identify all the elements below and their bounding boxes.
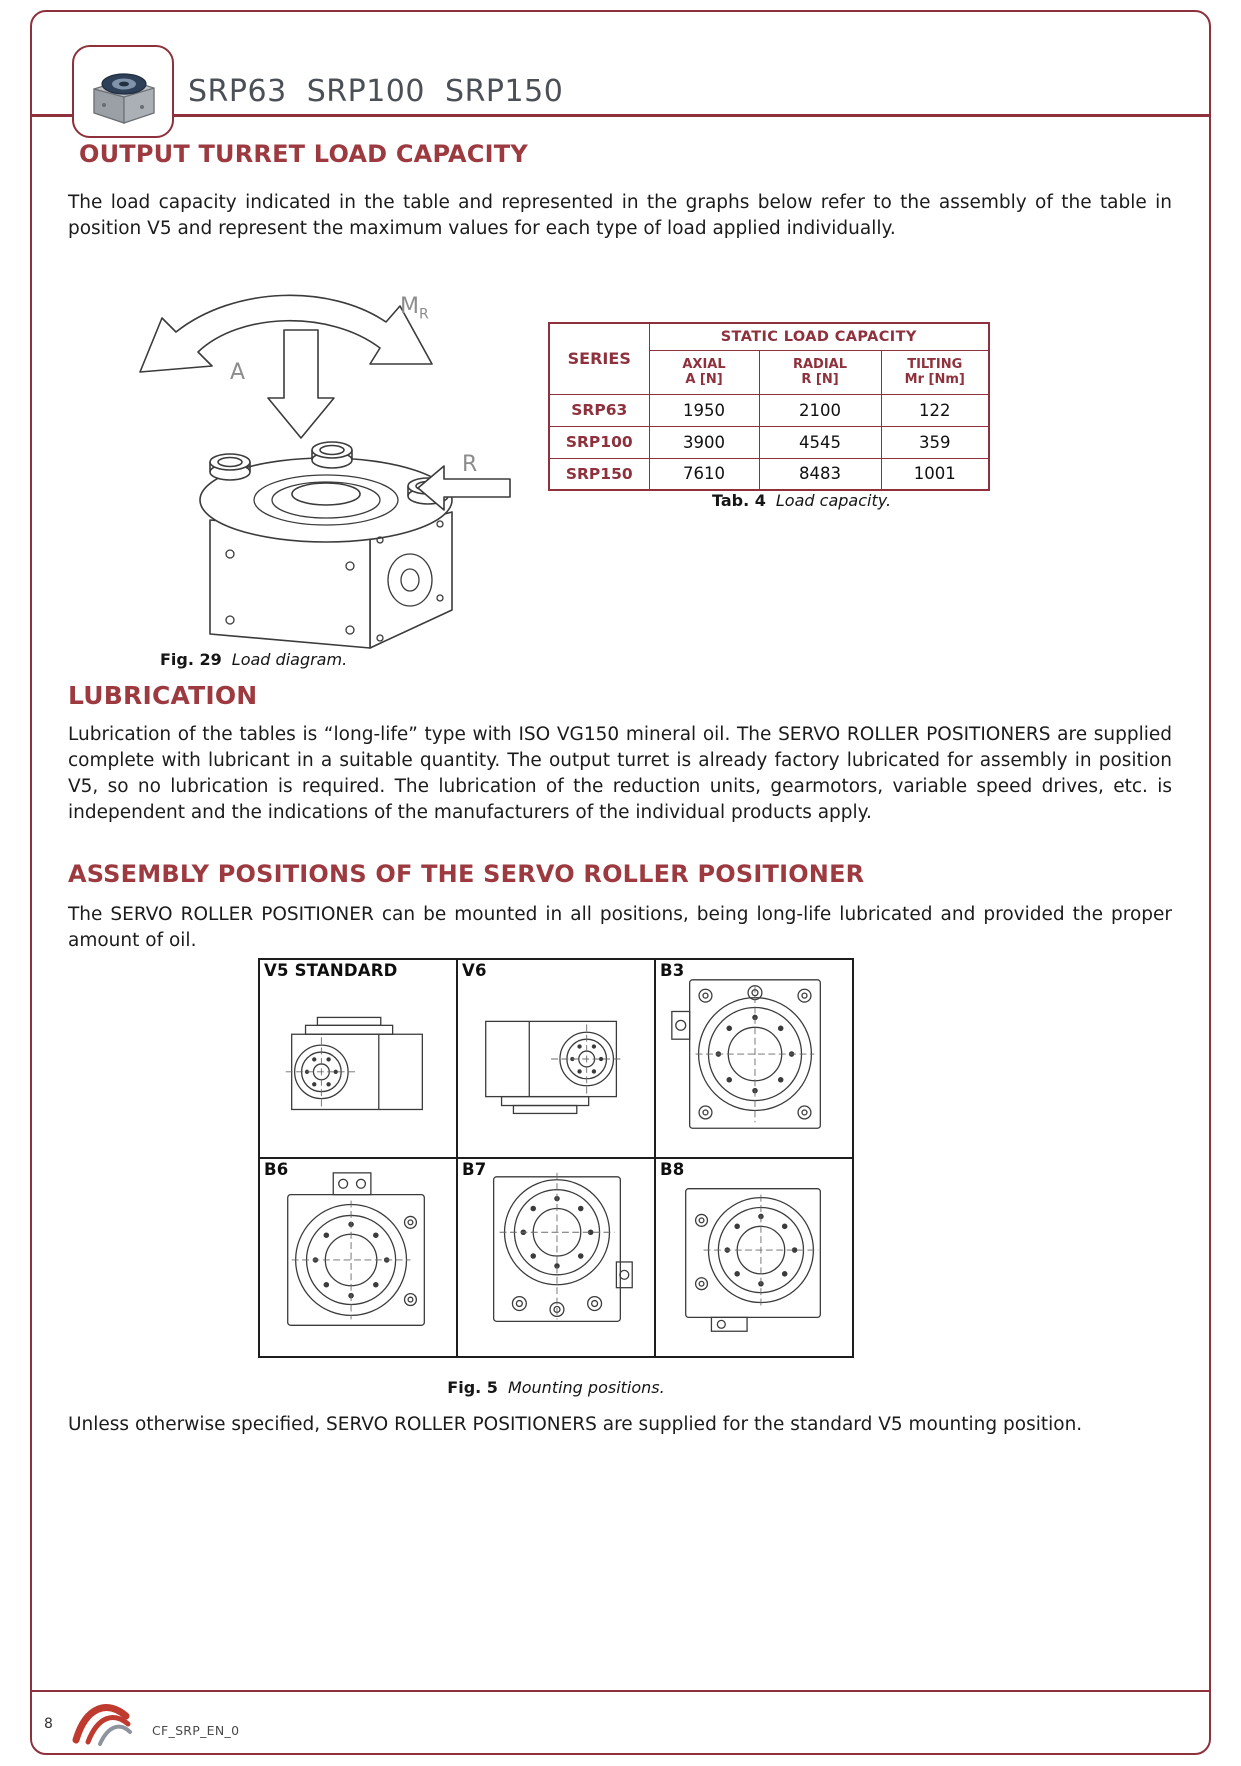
mounting-drawing-b3 (671, 979, 821, 1129)
axial-arrow (267, 329, 335, 439)
series-cell: SRP100 (548, 425, 650, 459)
footer-logo-box (64, 1694, 148, 1750)
series-cell: SRP150 (548, 457, 650, 491)
section-heading-assembly: ASSEMBLY POSITIONS OF THE SERVO ROLLER P… (68, 860, 865, 888)
doc-code: CF_SRP_EN_0 (152, 1723, 240, 1738)
paragraph-assembly: The SERVO ROLLER POSITIONER can be mount… (68, 904, 1172, 951)
radial-arrow (417, 465, 511, 511)
mounting-cell-label: B7 (462, 1160, 487, 1179)
radial-value: 4545 (758, 425, 882, 459)
mounting-drawing-b7 (492, 1172, 633, 1322)
table-row: SRP100 3900 4545 359 (548, 425, 990, 459)
tilting-value: 1001 (880, 457, 990, 491)
section-heading-lubrication: LUBRICATION (68, 681, 258, 710)
brand-logo-box (72, 45, 174, 138)
load-diagram: MR A R (118, 268, 558, 658)
load-table-wrap: SERIES STATIC LOAD CAPACITY AXIAL A [N] … (548, 322, 990, 491)
mounting-drawing-v5 (285, 1016, 423, 1111)
mounting-cell-v6: V6 (457, 959, 655, 1158)
footer-rule (32, 1690, 1209, 1692)
table-caption-label: Tab. 4 (712, 491, 766, 510)
mounting-drawing-b8 (685, 1188, 821, 1332)
series-cell: SRP63 (548, 393, 650, 427)
page-border-frame (30, 10, 1211, 1755)
axial-value: 1950 (648, 393, 760, 427)
mounting-cell-label: B3 (660, 961, 685, 980)
radial-value: 2100 (758, 393, 882, 427)
mounting-cell-b8: B8 (655, 1158, 853, 1357)
mounting-cell-v5: V5 STANDARD (259, 959, 457, 1158)
paragraph-load-capacity: The load capacity indicated in the table… (68, 192, 1172, 239)
column-header-radial: RADIAL R [N] (758, 349, 882, 395)
load-diagram-drawing (139, 294, 511, 649)
moment-arrow (139, 294, 433, 373)
paragraph-lubrication: Lubrication of the tables is “long-life”… (68, 724, 1172, 823)
tilting-value: 122 (880, 393, 990, 427)
figure-caption-label: Fig. 5 (447, 1378, 498, 1397)
header-rule (32, 114, 1209, 117)
mounting-cell-b3: B3 (655, 959, 853, 1158)
product-photo-icon (93, 72, 155, 124)
table-series-header: SERIES (548, 322, 650, 395)
section-heading-output-turret: OUTPUT TURRET LOAD CAPACITY (79, 140, 528, 168)
mounting-cell-b6: B6 (259, 1158, 457, 1357)
tilting-value: 359 (880, 425, 990, 459)
mounting-drawing-b6 (287, 1172, 425, 1326)
axial-value: 7610 (648, 457, 760, 491)
axial-value: 3900 (648, 425, 760, 459)
table-row: SRP63 1950 2100 122 (548, 393, 990, 427)
page-title: SRP63 SRP100 SRP150 (188, 74, 564, 109)
brand-swoosh-icon (72, 1704, 132, 1746)
machine-drawing (199, 441, 453, 649)
page-number: 8 (44, 1716, 53, 1732)
mounting-cell-label: V5 STANDARD (264, 961, 398, 980)
mounting-drawing-v6 (485, 1020, 623, 1115)
column-header-axial: AXIAL A [N] (648, 349, 760, 395)
column-header-tilting: TILTING Mr [Nm] (880, 349, 990, 395)
figure-caption-label: Fig. 29 (160, 650, 222, 669)
mounting-cell-b7: B7 (457, 1158, 655, 1357)
static-load-capacity-table: SERIES STATIC LOAD CAPACITY AXIAL A [N] … (548, 322, 990, 491)
table-row: SRP150 7610 8483 1001 (548, 457, 990, 491)
mounting-cell-label: B8 (660, 1160, 685, 1179)
annotation-radial-label: R (462, 452, 478, 477)
table-group-header: STATIC LOAD CAPACITY (648, 322, 990, 351)
mounting-cell-label: V6 (462, 961, 487, 980)
annotation-axial-label: A (230, 360, 246, 385)
mounting-cell-label: B6 (264, 1160, 289, 1179)
paragraph-closing: Unless otherwise specified, SERVO ROLLER… (68, 1414, 1083, 1435)
mounting-grid: V5 STANDARD V6 (258, 958, 854, 1358)
annotation-moment-label: MR (400, 294, 429, 323)
radial-value: 8483 (758, 457, 882, 491)
